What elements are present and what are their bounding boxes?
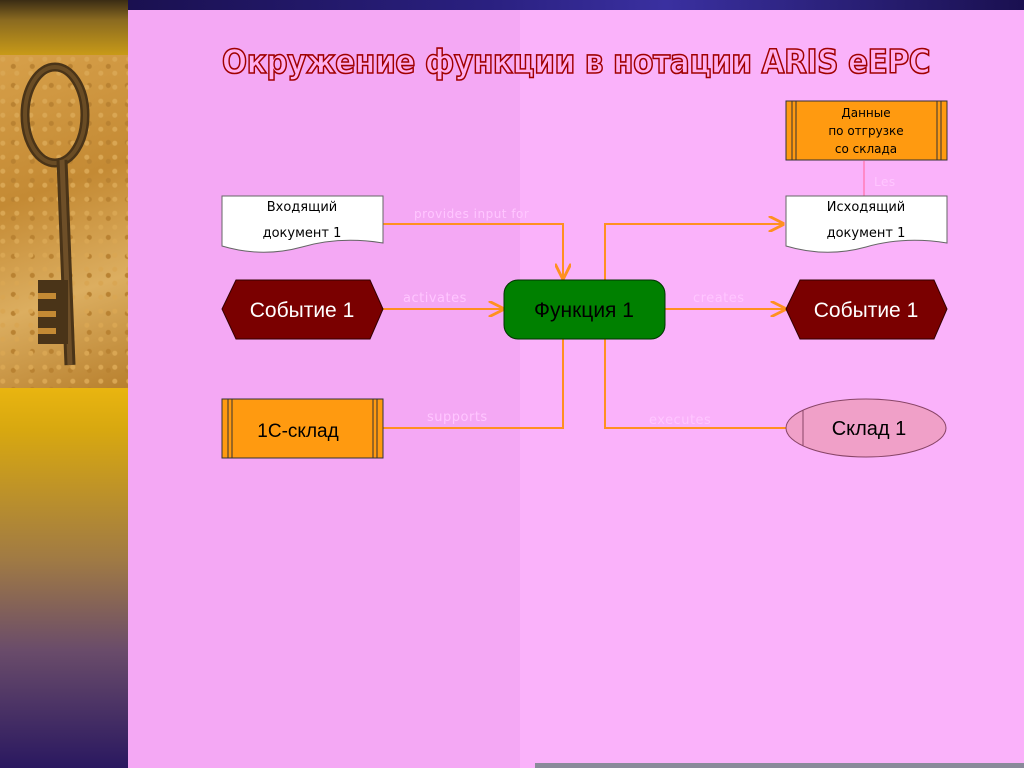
top-bar bbox=[128, 0, 1024, 10]
data-cluster-line2: по отгрузке bbox=[828, 124, 903, 138]
edge-label-creates: creates bbox=[693, 291, 745, 306]
data-cluster-line3: со склада bbox=[835, 142, 897, 156]
edge-label-provides-input: provides input for bbox=[414, 207, 529, 221]
org-unit-label: Склад 1 bbox=[832, 418, 907, 440]
edge-label-les: Les bbox=[874, 175, 896, 189]
edge-provides-input bbox=[383, 223, 563, 278]
input-document-line1: Входящий bbox=[267, 200, 338, 215]
output-event-label: Событие 1 bbox=[814, 299, 919, 322]
input-event-label: Событие 1 bbox=[250, 299, 355, 322]
input-document-node[interactable]: Входящий документ 1 bbox=[221, 195, 384, 253]
edge-label-activates: activates bbox=[403, 291, 467, 306]
edge-label-supports: supports bbox=[427, 410, 488, 425]
function-label: Функция 1 bbox=[534, 299, 634, 322]
edges bbox=[383, 161, 865, 429]
function-node[interactable]: Функция 1 bbox=[503, 279, 666, 340]
system-label: 1С-склад bbox=[257, 421, 338, 442]
input-event-node[interactable]: Событие 1 bbox=[221, 279, 384, 340]
system-node[interactable]: 1С-склад bbox=[221, 398, 384, 459]
data-cluster-node[interactable]: Данные по отгрузке со склада bbox=[785, 100, 948, 161]
input-document-line2: документ 1 bbox=[263, 226, 342, 241]
key-photo bbox=[0, 55, 128, 388]
output-document-line2: документ 1 bbox=[827, 226, 906, 241]
edge-output-doc bbox=[604, 224, 783, 281]
key-icon bbox=[20, 62, 90, 366]
data-cluster-line1: Данные bbox=[841, 106, 890, 120]
output-document-node[interactable]: Исходящий документ 1 bbox=[785, 195, 948, 253]
edge-executes bbox=[604, 339, 788, 429]
org-unit-node[interactable]: Склад 1 bbox=[785, 398, 947, 458]
page-title: Окружение функции в нотации ARIS eEPC bbox=[221, 41, 931, 82]
edge-supports bbox=[383, 339, 564, 429]
output-event-node[interactable]: Событие 1 bbox=[785, 279, 948, 340]
edge-label-executes: executes bbox=[649, 413, 711, 428]
output-document-line1: Исходящий bbox=[827, 200, 905, 215]
bottom-rule bbox=[535, 763, 1024, 768]
